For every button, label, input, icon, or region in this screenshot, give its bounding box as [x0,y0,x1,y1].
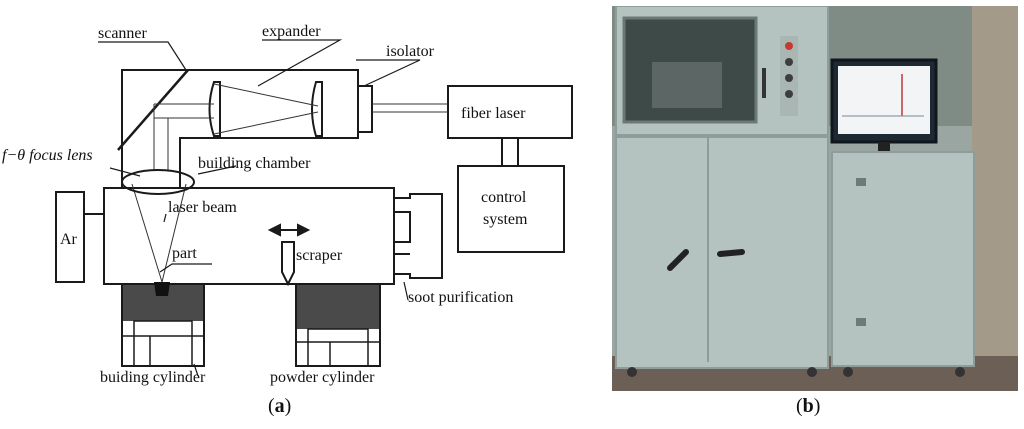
label-soot-purification: soot purification [408,289,513,306]
scraper-blade [281,241,295,287]
side-cabinet [831,151,975,367]
machine-photo [612,6,1018,391]
sls-system-schematic: scanner expander isolator fiber laser f−… [2,23,573,386]
caption-b: (b) [796,395,821,417]
scraper-motion-arrow [267,223,311,237]
laser-beam-line-1 [131,183,163,283]
control-button-1 [785,58,793,66]
f-theta-lens [121,169,195,195]
laser-beam-line-2 [161,183,187,283]
soot-duct-top [393,211,411,243]
laser-control-link [501,137,519,167]
powder-cylinder-fill [297,285,379,329]
control-button-3 [785,90,793,98]
label-ar: Ar [60,231,78,248]
emergency-stop-button [785,42,793,50]
label-f-theta-focus-lens: f−θ focus lens [2,147,93,164]
label-building-cylinder: buiding cylinder [100,369,206,386]
soot-purification-unit [394,193,443,279]
built-part [154,282,170,296]
control-system-box [457,165,565,253]
scanner-mirror [117,69,189,151]
label-laser-beam: laser beam [168,199,237,216]
label-scanner: scanner [98,25,148,42]
label-isolator: isolator [386,43,435,60]
caption-a: (a) [268,395,292,417]
label-part: part [172,245,197,262]
expander-lens-left [208,81,221,137]
expander-lens-right [311,81,323,137]
label-powder-cylinder: powder cylinder [270,369,375,386]
label-control: control [481,189,527,206]
label-expander: expander [262,23,321,40]
label-scraper: scraper [296,247,343,264]
label-system: system [483,211,528,228]
door-handle-left [667,249,689,271]
label-building-chamber: building chamber [198,155,311,172]
argon-box [55,191,85,283]
isolator-box [357,85,373,133]
control-button-2 [785,74,793,82]
label-fiber-laser: fiber laser [461,105,526,122]
monitor-screen [838,66,930,134]
door-handle-right [717,249,745,257]
